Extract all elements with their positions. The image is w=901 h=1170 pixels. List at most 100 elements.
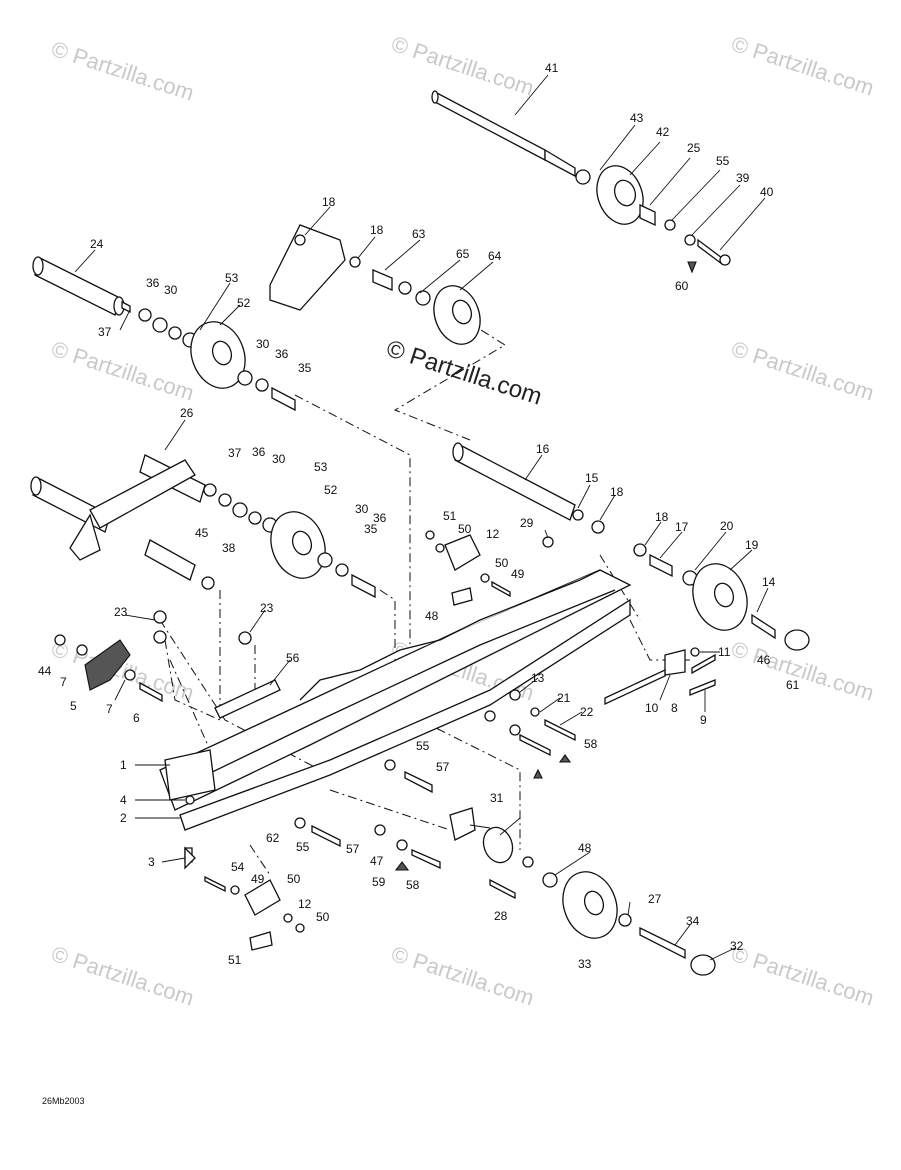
callout-4: 4 — [120, 793, 127, 807]
callout-12: 12 — [486, 527, 500, 541]
callout-36: 36 — [373, 511, 387, 525]
callout-46: 46 — [757, 653, 771, 667]
watermark-layer: © Partzilla.com © Partzilla.com © Partzi… — [48, 31, 877, 1011]
callout-55: 62 — [266, 831, 280, 845]
callout-36: 36 — [275, 347, 289, 361]
callout-35: 35 — [298, 361, 312, 375]
callout-58: 59 — [372, 875, 386, 889]
callout-27: 33 — [578, 957, 592, 971]
callout-13: 13 — [531, 671, 545, 685]
watermark: © Partzilla.com — [728, 941, 877, 1011]
callout-49: 49 — [511, 567, 525, 581]
watermark: © Partzilla.com — [48, 336, 197, 406]
callout-18: 18 — [370, 223, 384, 237]
center-hardware — [384, 689, 576, 794]
callout-48: 51 — [228, 953, 242, 967]
callout-7: 7 — [60, 675, 67, 689]
callout-23: 23 — [114, 605, 128, 619]
callout-58: 58 — [584, 737, 598, 751]
assembly-lines — [159, 319, 690, 876]
callout-6: 6 — [133, 711, 140, 725]
callout-26: 26 — [180, 406, 194, 420]
callout-20: 20 — [720, 519, 734, 533]
callout-51: 50 — [316, 910, 330, 924]
callout-64: 64 — [488, 249, 502, 263]
callout-48: 48 — [425, 609, 439, 623]
callout-12: 50 — [287, 872, 301, 886]
upper-wheel-assembly — [269, 224, 481, 345]
callout-34: 27 — [648, 892, 662, 906]
callout-32: 34 — [686, 914, 700, 928]
callout-1: 1 — [120, 758, 127, 772]
callout-31: 31 — [490, 791, 504, 805]
callout-21: 21 — [557, 691, 571, 705]
callout-30: 30 — [355, 502, 369, 516]
callout-42: 42 — [656, 125, 670, 139]
callout-9: 9 — [700, 713, 707, 727]
lower-left-hardware — [184, 817, 441, 871]
callout-53: 53 — [225, 271, 239, 285]
callout-63: 63 — [412, 227, 426, 241]
callout-3: 3 — [148, 855, 155, 869]
callout-52: 52 — [237, 296, 251, 310]
callout-50: 49 — [251, 872, 265, 886]
callout-43: 43 — [630, 111, 644, 125]
callout-29: 29 — [520, 516, 534, 530]
callout-52: 52 — [324, 483, 338, 497]
callout-30: 30 — [272, 452, 286, 466]
callout-23: 23 — [260, 601, 274, 615]
callout-18: 18 — [322, 195, 336, 209]
callout-57: 57 — [436, 760, 450, 774]
callout-54: 58 — [406, 878, 420, 892]
center-watermark: © Partzilla.com — [383, 335, 545, 411]
upper-rear-shaft — [32, 256, 296, 412]
callout-5: 5 — [70, 699, 77, 713]
callout-35: 35 — [364, 522, 378, 536]
callout-28: 48 — [578, 841, 592, 855]
callout-49: 54 — [231, 860, 245, 874]
watermark: © Partzilla.com — [388, 31, 537, 101]
callout-2: 2 — [120, 811, 127, 825]
callout-11: 11 — [718, 645, 731, 659]
callout-15: 15 — [585, 471, 599, 485]
slider-blocks — [204, 530, 511, 951]
callout-36: 36 — [252, 445, 266, 459]
callout-25: 25 — [687, 141, 701, 155]
callout-59: 47 — [370, 854, 384, 868]
callout-22: 22 — [580, 705, 594, 719]
callout-38: 38 — [222, 541, 236, 555]
callout-53: 53 — [314, 460, 328, 474]
callout-55: 55 — [416, 739, 430, 753]
callout-19: 19 — [745, 538, 759, 552]
callout-61: 32 — [730, 939, 744, 953]
callout-7: 7 — [106, 702, 113, 716]
callout-30: 30 — [256, 337, 270, 351]
leader-lines — [74, 74, 769, 961]
callout-44: 44 — [38, 664, 52, 678]
callout-55: 55 — [716, 154, 730, 168]
callout-14: 14 — [762, 575, 776, 589]
callout-47: 57 — [346, 842, 360, 856]
watermark: © Partzilla.com — [48, 941, 197, 1011]
callout-30: 30 — [164, 283, 178, 297]
callout-18: 18 — [655, 510, 669, 524]
watermark: © Partzilla.com — [48, 36, 197, 106]
callout-18: 18 — [610, 485, 624, 499]
callout-8: 8 — [671, 701, 678, 715]
callout-50: 50 — [495, 556, 509, 570]
callout-17: 17 — [675, 520, 689, 534]
watermark: © Partzilla.com — [728, 336, 877, 406]
callout-41: 41 — [545, 61, 559, 75]
callout-45: 45 — [195, 526, 209, 540]
callout-50: 12 — [298, 897, 312, 911]
watermark: © Partzilla.com — [728, 31, 877, 101]
callout-16: 16 — [536, 442, 550, 456]
top-shaft-assembly — [431, 90, 731, 274]
callout-60: 60 — [675, 279, 689, 293]
callout-37: 37 — [228, 446, 242, 460]
drawing-id: 26Mb2003 — [42, 1096, 85, 1106]
callout-57: 55 — [296, 840, 310, 854]
callout-39: 39 — [736, 171, 750, 185]
front-shaft-assembly — [452, 442, 810, 651]
